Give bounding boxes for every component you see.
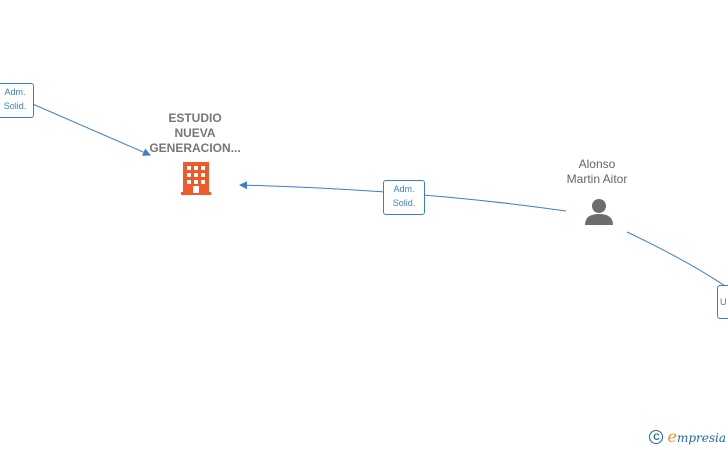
empresia-logo: C empresia <box>649 427 726 446</box>
edge-label-line: Solid. <box>3 101 27 111</box>
edge-person-to-right <box>626 231 728 289</box>
person-name-line: Martin Aitor <box>566 172 628 186</box>
company-name-label[interactable]: ESTUDIO NUEVA GENERACION... <box>140 111 250 156</box>
edge-label-line: Adm. <box>393 184 415 194</box>
company-name-line: GENERACION... <box>149 141 241 155</box>
company-name-line: ESTUDIO <box>168 111 222 125</box>
edge-label-line: U <box>720 297 727 307</box>
copyright-icon: C <box>649 429 664 444</box>
person-name-line: Alonso <box>578 157 616 171</box>
brand-initial: e <box>667 427 677 446</box>
edge-label-line: Adm. <box>4 87 26 97</box>
person-name-label[interactable]: Alonso Martin Aitor <box>552 157 642 187</box>
edge-label-left[interactable]: Adm. Solid. <box>0 83 34 118</box>
edge-left-to-company <box>27 101 151 156</box>
edge-label-line: Solid. <box>392 198 416 208</box>
edge-label-right[interactable]: U <box>717 285 728 319</box>
brand-rest: mpresia <box>676 431 726 445</box>
person-icon[interactable] <box>585 199 613 225</box>
building-icon[interactable] <box>181 162 211 195</box>
company-name-line: NUEVA <box>174 126 216 140</box>
edge-label-center[interactable]: Adm. Solid. <box>383 180 425 215</box>
